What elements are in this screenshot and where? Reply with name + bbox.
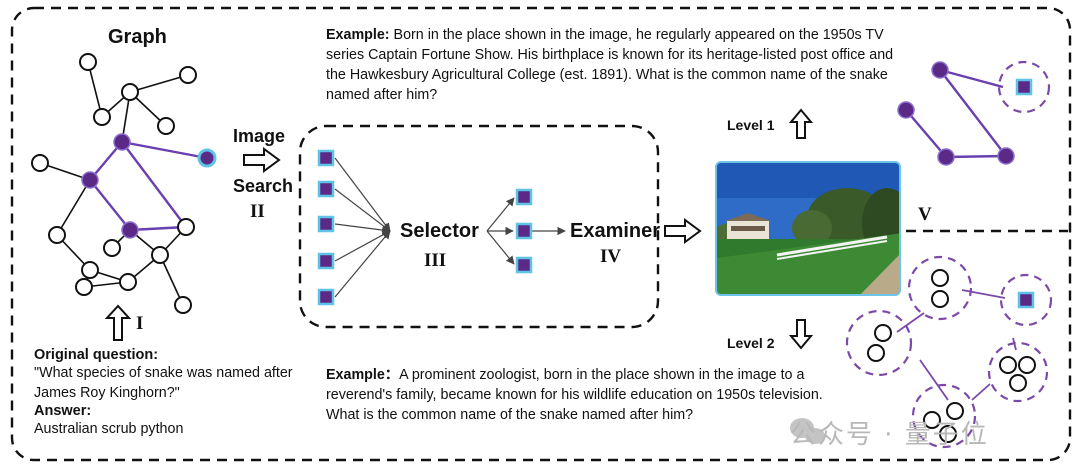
step-number-1: I: [136, 313, 144, 334]
example-level1: Example: Born in the place shown in the …: [326, 25, 896, 105]
candidate-images: [317, 149, 391, 306]
example-level2: Example：A prominent zoologist, born in t…: [326, 365, 826, 425]
step-number-5: V: [918, 204, 932, 225]
down-arrow-icon: [788, 319, 814, 350]
right-arrow-icon: [664, 218, 702, 244]
step-number-3: III: [424, 250, 447, 271]
image-search-label-line2: Search: [233, 176, 294, 196]
search-result-image: [715, 161, 901, 296]
level2-subgraph: [845, 255, 1053, 449]
level1-label: Level 1: [727, 117, 775, 133]
answer-text: Australian scrub python: [34, 421, 184, 437]
graph-title: Graph: [108, 26, 167, 48]
level1-subgraph: [897, 60, 1051, 166]
original-question-block: Original question: "What species of snak…: [34, 347, 294, 439]
graph-target-node: [197, 148, 217, 168]
example-level1-prefix: Example:: [326, 27, 390, 43]
knowledge-graph: [31, 53, 217, 314]
example-level2-prefix: Example：: [326, 367, 400, 383]
wechat-icon: [790, 418, 825, 444]
up-arrow-icon: [788, 108, 814, 139]
step-number-2: II: [250, 201, 265, 222]
outer-frame: [10, 6, 1072, 462]
example-level1-text: Born in the place shown in the image, he…: [326, 27, 894, 103]
watermark-text: 公众号 · 量子位: [790, 420, 989, 450]
examiner-label: Examiner: [570, 220, 661, 242]
level2-label: Level 2: [727, 335, 775, 351]
up-arrow-icon: [104, 304, 132, 341]
step-number-4: IV: [600, 246, 622, 267]
image-search-label-line1: Image: [233, 126, 286, 146]
answer-label: Answer:: [34, 403, 92, 419]
pipeline-box: [298, 124, 660, 329]
selected-images: [486, 188, 566, 274]
selector-label: Selector: [400, 220, 479, 242]
original-question-text: "What species of snake was named after J…: [34, 365, 293, 401]
original-question-label: Original question:: [34, 347, 159, 363]
example-level2-text: A prominent zoologist, born in the place…: [326, 367, 823, 423]
right-arrow-icon: [243, 147, 281, 173]
